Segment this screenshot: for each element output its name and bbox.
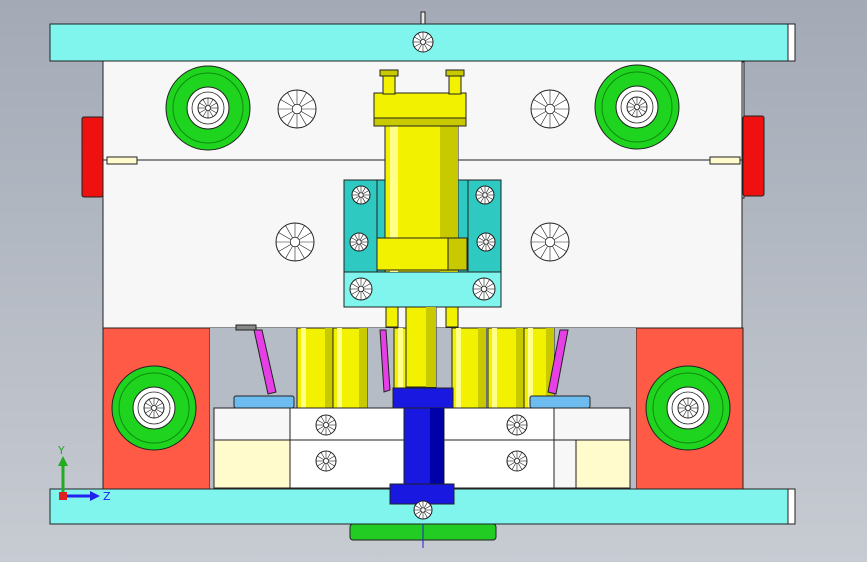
plate-screw-icon xyxy=(275,222,315,262)
slide-screw-icon xyxy=(506,414,528,436)
clamp-screw-icon xyxy=(349,277,373,301)
clamp-screw-icon xyxy=(476,232,496,252)
clamp-screw-icon xyxy=(349,232,369,252)
slide-screw-icon xyxy=(315,450,337,472)
axis-origin-marker xyxy=(59,492,67,500)
plate-screw-icon xyxy=(277,89,317,129)
left-cream-tab xyxy=(106,156,138,165)
plate-screw-icon xyxy=(530,89,570,129)
guide-bolt-icon xyxy=(677,397,699,419)
right-stop-block xyxy=(742,115,765,197)
cylinder-tab-right xyxy=(445,306,459,328)
right-slide-cap xyxy=(529,395,591,409)
right-slide-insert xyxy=(575,439,631,489)
left-stop-block xyxy=(81,116,104,198)
center-angle-pin xyxy=(379,329,391,393)
right-angle-pin xyxy=(547,329,569,395)
sprue-top-flange xyxy=(392,387,454,409)
right-slide-face xyxy=(439,407,555,489)
clamp-screw-icon xyxy=(472,277,496,301)
y-axis-label: Y xyxy=(57,444,65,457)
slide-screw-icon xyxy=(315,414,337,436)
bottom-clamp-plate-edge xyxy=(787,488,796,525)
z-axis-arrowhead xyxy=(90,491,100,501)
guide-bolt-icon xyxy=(143,397,165,419)
left-slide-cap xyxy=(233,395,295,409)
axis-triad: Y Z xyxy=(57,444,111,503)
top-clamp-plate-edge xyxy=(787,23,796,62)
left-slide-face xyxy=(289,407,415,489)
top-plate-screw-icon xyxy=(412,31,434,53)
cylinder-tab-left xyxy=(385,306,399,328)
left-slide-insert xyxy=(213,439,291,489)
slide-screw-icon xyxy=(506,450,528,472)
y-axis-arrowhead xyxy=(58,456,68,466)
sprue-screw-icon xyxy=(413,500,433,520)
z-axis-label: Z xyxy=(103,490,111,503)
clamp-screw-icon xyxy=(351,185,371,205)
guide-bolt-icon xyxy=(197,97,219,119)
guide-bolt-icon xyxy=(626,96,648,118)
cavity-lip-left xyxy=(235,324,257,331)
right-cream-tab xyxy=(709,156,741,165)
plate-screw-icon xyxy=(530,222,570,262)
left-angle-pin xyxy=(253,329,277,395)
clamp-screw-icon xyxy=(475,185,495,205)
